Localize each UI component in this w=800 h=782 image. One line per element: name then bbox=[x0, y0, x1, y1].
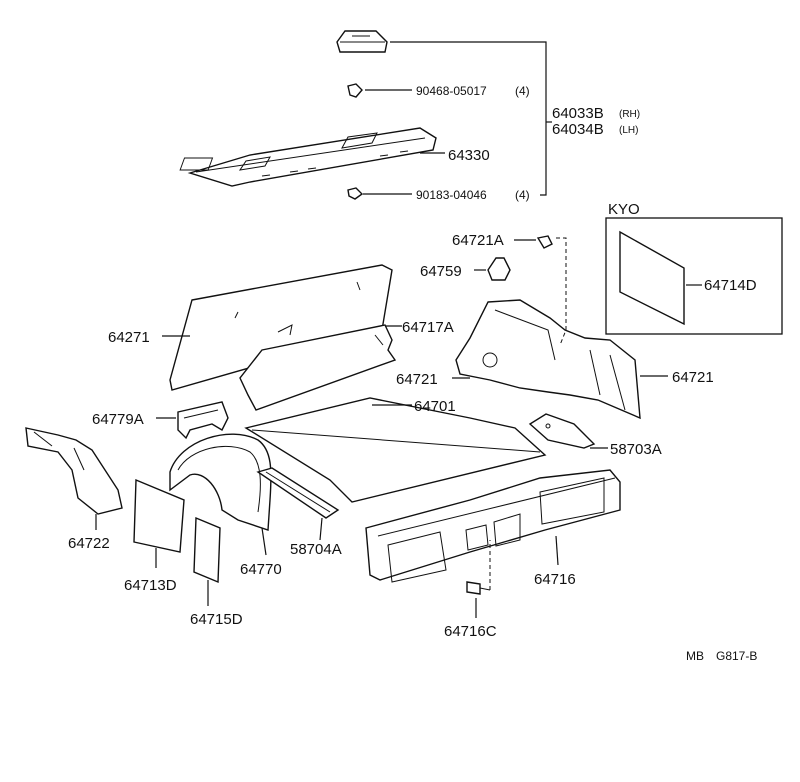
panel-64717A bbox=[239, 324, 402, 411]
label-64034B-side: (LH) bbox=[619, 125, 638, 136]
sill-plate-58704A bbox=[256, 467, 340, 541]
label-58704A: 58704A bbox=[290, 541, 342, 558]
label-58703A: 58703A bbox=[610, 441, 662, 458]
leader-group-64033B bbox=[363, 41, 552, 196]
label-64033B: 64033B bbox=[552, 105, 604, 122]
label-64033B-side: (RH) bbox=[619, 109, 640, 120]
label-64271: 64271 bbox=[108, 329, 150, 346]
label-64034B: 64034B bbox=[552, 121, 604, 138]
label-64716C: 64716C bbox=[444, 623, 497, 640]
label-64717A: 64717A bbox=[402, 319, 454, 336]
label-64721-right: 64721 bbox=[672, 369, 714, 386]
clip-90183 bbox=[347, 187, 364, 200]
label-64713D: 64713D bbox=[124, 577, 177, 594]
label-64714D: 64714D bbox=[704, 277, 757, 294]
label-64716: 64716 bbox=[534, 571, 576, 588]
label-64770: 64770 bbox=[240, 561, 282, 578]
label-90183: 90183-04046 bbox=[416, 188, 487, 202]
clip-64721A bbox=[514, 235, 567, 346]
label-64330: 64330 bbox=[448, 147, 490, 164]
rear-panel-64716 bbox=[365, 469, 621, 583]
label-64721A: 64721A bbox=[452, 232, 504, 249]
label-64759: 64759 bbox=[420, 263, 462, 280]
pad-64715D bbox=[193, 516, 221, 606]
cap-part bbox=[336, 30, 388, 53]
clip-90468 bbox=[347, 83, 363, 98]
trim-cover-58703A bbox=[528, 413, 608, 449]
pad-64713D bbox=[133, 478, 185, 568]
package-tray-64330 bbox=[179, 127, 445, 187]
footer-code-left: MB bbox=[686, 649, 704, 663]
label-64721-left: 64721 bbox=[396, 371, 438, 388]
grommet-64759 bbox=[474, 257, 511, 281]
label-64722: 64722 bbox=[68, 535, 110, 552]
label-90468-qty: (4) bbox=[515, 84, 530, 98]
bracket-64779A bbox=[156, 401, 229, 440]
label-90468: 90468-05017 bbox=[416, 84, 487, 98]
label-64779A: 64779A bbox=[92, 411, 144, 428]
label-64701: 64701 bbox=[414, 398, 456, 415]
labels: 90468-05017 (4) 64033B (RH) 64034B (LH) … bbox=[68, 84, 757, 663]
label-64715D: 64715D bbox=[190, 611, 243, 628]
floor-mat-64701 bbox=[244, 397, 547, 503]
inset-title: KYO bbox=[608, 201, 640, 218]
footer-code-right: G817-B bbox=[716, 649, 757, 663]
kyo-inset bbox=[605, 217, 783, 335]
label-90183-qty: (4) bbox=[515, 188, 530, 202]
bolt-64716C bbox=[466, 540, 491, 618]
side-trim-64722 bbox=[25, 427, 123, 530]
quarter-trim-64721 bbox=[452, 299, 668, 420]
wheelhouse-liner-64770 bbox=[169, 433, 272, 556]
